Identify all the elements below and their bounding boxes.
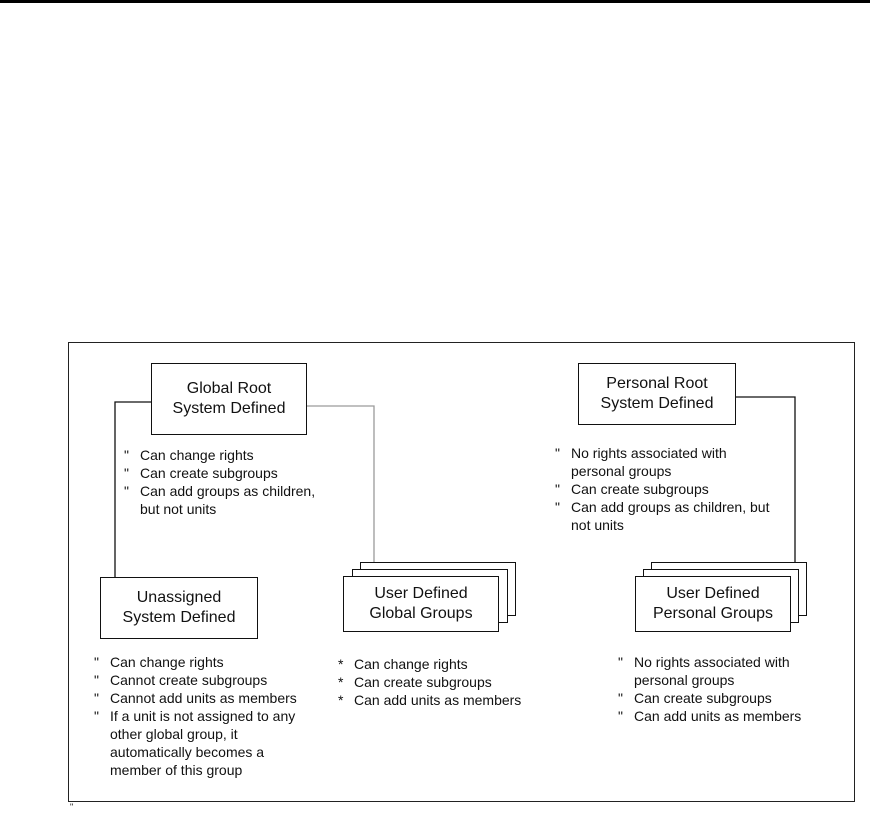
bullet-mark: * — [338, 674, 344, 690]
bullet-mark: * — [338, 656, 344, 672]
user-personal-notes: " No rights associated with personal group… — [618, 653, 848, 725]
bullet-mark: " — [555, 445, 560, 461]
unassigned-notes: " Can change rights " Cannot create subgrou… — [94, 653, 344, 779]
note-text-line: not units — [571, 517, 624, 533]
note-text-line: Can create subgroups — [634, 690, 772, 706]
note-text-line: member of this group — [110, 762, 243, 778]
bullet-mark: " — [94, 708, 99, 724]
note-text-line: Can create subgroups — [140, 465, 278, 481]
bullet-mark: " — [124, 447, 129, 463]
note-text-line: but not units — [140, 501, 217, 517]
note-text-line: No rights associated with — [571, 445, 727, 461]
note-text-line: Cannot create subgroups — [110, 672, 268, 688]
user-personal-line1: User Defined — [666, 585, 760, 602]
unassigned-line1: Unassigned — [136, 589, 222, 606]
note-text-line: Can add groups as children, but — [571, 499, 770, 515]
note-item: * Can create subgroups — [338, 673, 568, 691]
note-text-line: other global group, it — [110, 726, 238, 742]
bullet-mark: " — [94, 654, 99, 670]
note-item: " No rights associated with personal group… — [618, 653, 848, 689]
note-item: * Can add units as members — [338, 691, 568, 709]
user-global-notes: *Can change rights*Can create subgroups*… — [338, 655, 568, 709]
note-item: " Can add units as members — [618, 707, 848, 725]
footnote-mark: " — [70, 802, 74, 812]
note-item: " If a unit is not assigned to any other g… — [94, 707, 344, 779]
unassigned-line2: System Defined — [122, 609, 236, 626]
note-item: " Can add groups as children, but not unit… — [124, 482, 384, 518]
note-text-line: personal groups — [634, 672, 735, 688]
bullet-mark: " — [124, 483, 129, 499]
global-root-box: Global Root System Defined — [151, 363, 307, 435]
global-root-notes: "Can change rights"Can create subgroups"… — [124, 446, 384, 518]
bullet-mark: " — [94, 690, 99, 706]
personal-root-line1: Personal Root — [606, 375, 708, 392]
bullet-mark: " — [124, 465, 129, 481]
bullet-mark: " — [618, 708, 623, 724]
user-personal-line2: Personal Groups — [652, 605, 774, 622]
user-global-line2: Global Groups — [369, 605, 473, 622]
global-root-line2: System Defined — [172, 400, 286, 417]
note-text-line: Can change rights — [140, 447, 254, 463]
note-text-line: Can change rights — [354, 656, 468, 672]
note-item: " Cannot add units as members — [94, 689, 344, 707]
note-text-line: Can create subgroups — [354, 674, 492, 690]
bullet-mark: " — [555, 481, 560, 497]
note-text-line: No rights associated with — [634, 654, 790, 670]
note-text-line: Can add groups as children, — [140, 483, 316, 499]
bullet-mark: " — [94, 672, 99, 688]
note-item: " No rights associated with personal group… — [555, 444, 815, 480]
note-item: " Cannot create subgroups — [94, 671, 344, 689]
personal-root-notes: " No rights associated with personal group… — [555, 444, 815, 534]
bullet-mark: " — [555, 499, 560, 515]
note-text-line: personal groups — [571, 463, 672, 479]
unassigned-box: Unassigned System Defined — [100, 577, 258, 639]
personal-root-line2: System Defined — [600, 395, 714, 412]
note-text-line: Can add units as members — [354, 692, 522, 708]
diagram-frame — [68, 342, 855, 802]
note-text-line: Can add units as members — [634, 708, 802, 724]
note-text-line: automatically becomes a — [110, 744, 265, 760]
note-text-line: Cannot add units as members — [110, 690, 297, 706]
bullet-mark: " — [618, 654, 623, 670]
note-item: " Can change rights — [94, 653, 344, 671]
note-item: * Can change rights — [338, 655, 568, 673]
personal-root-box: Personal Root System Defined — [578, 363, 736, 425]
global-root-line1: Global Root — [186, 380, 272, 397]
note-item: " Can create subgroups — [555, 480, 815, 498]
note-text-line: Can create subgroups — [571, 481, 709, 497]
note-text-line: Can change rights — [110, 654, 224, 670]
user-global-line1: User Defined — [374, 585, 468, 602]
bullet-mark: " — [618, 690, 623, 706]
top-rule — [0, 0, 870, 3]
note-item: " Can create subgroups — [618, 689, 848, 707]
note-item: " Can change rights — [124, 446, 384, 464]
note-text-line: If a unit is not assigned to any — [110, 708, 296, 724]
user-global-box: User Defined Global Groups — [343, 576, 499, 632]
user-personal-box: User Defined Personal Groups — [635, 576, 791, 632]
bullet-mark: * — [338, 692, 344, 708]
note-item: " Can create subgroups — [124, 464, 384, 482]
note-item: " Can add groups as children, but not unit… — [555, 498, 815, 534]
